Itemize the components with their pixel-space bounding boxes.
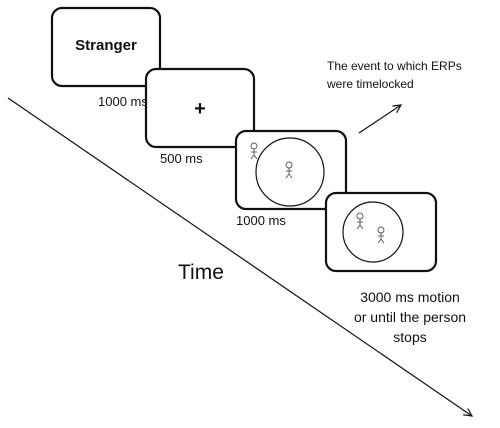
annotation-arrow: [358, 105, 401, 134]
stick-figure-icon: [250, 142, 258, 160]
final-duration-line-3: stops: [393, 329, 426, 345]
screen-person-start: [234, 129, 348, 211]
time-arrow: [7, 97, 472, 416]
annotation-line-2: were timelocked: [326, 77, 414, 91]
screen-word-label: Stranger: [75, 37, 137, 54]
screen-frame: [50, 6, 162, 88]
screen-stranger: Stranger: [50, 6, 162, 88]
fixation-cross: +: [194, 98, 206, 120]
duration-label-2: 500 ms: [160, 151, 203, 166]
time-label: Time: [178, 261, 224, 284]
annotation-line-1: The event to which ERPs: [327, 59, 462, 73]
stick-figure-icon: [285, 161, 293, 179]
screen-fixation: +: [144, 67, 256, 149]
final-duration-line-2: or until the person: [354, 309, 466, 325]
duration-label-3: 1000 ms: [236, 213, 286, 228]
stick-figure-icon: [377, 226, 385, 244]
final-duration-line-1: 3000 ms motion: [360, 289, 460, 305]
arena-circle: [342, 201, 404, 263]
screen-frame: [144, 67, 256, 149]
duration-label-1: 1000 ms: [98, 94, 148, 109]
arena-circle: [255, 137, 325, 207]
screen-frame: [324, 191, 438, 273]
stick-figure-icon: [356, 212, 364, 230]
screen-person-motion: [324, 191, 438, 273]
